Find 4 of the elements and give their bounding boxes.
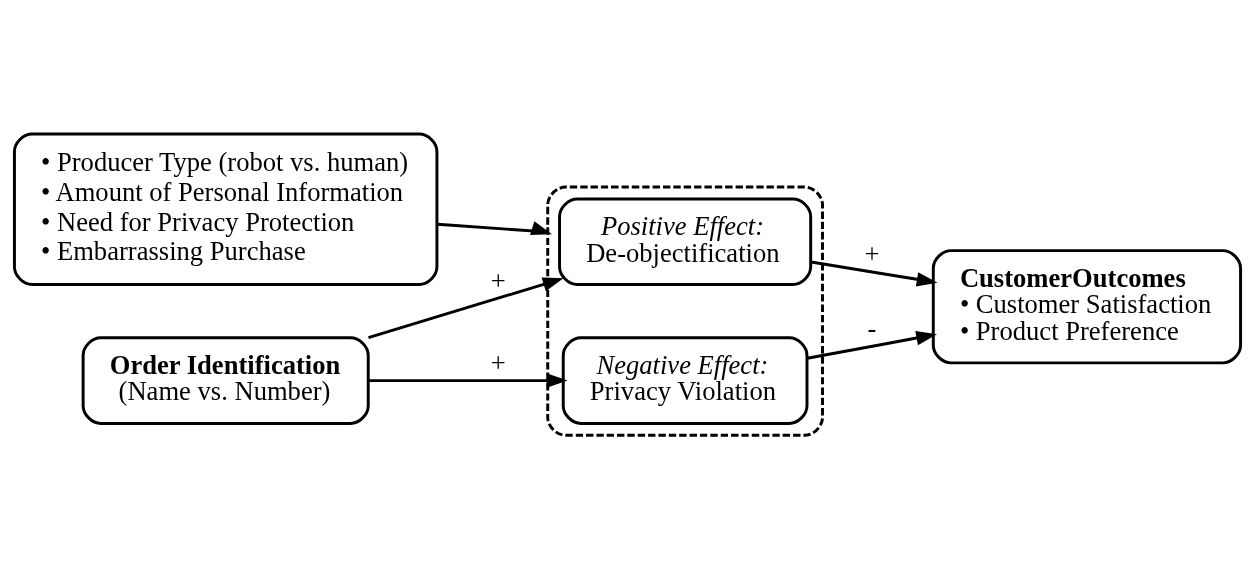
edge-label: + bbox=[864, 239, 880, 270]
edge-label: - bbox=[867, 312, 877, 343]
edge-label: + bbox=[490, 265, 506, 296]
edge-label: + bbox=[490, 348, 506, 379]
